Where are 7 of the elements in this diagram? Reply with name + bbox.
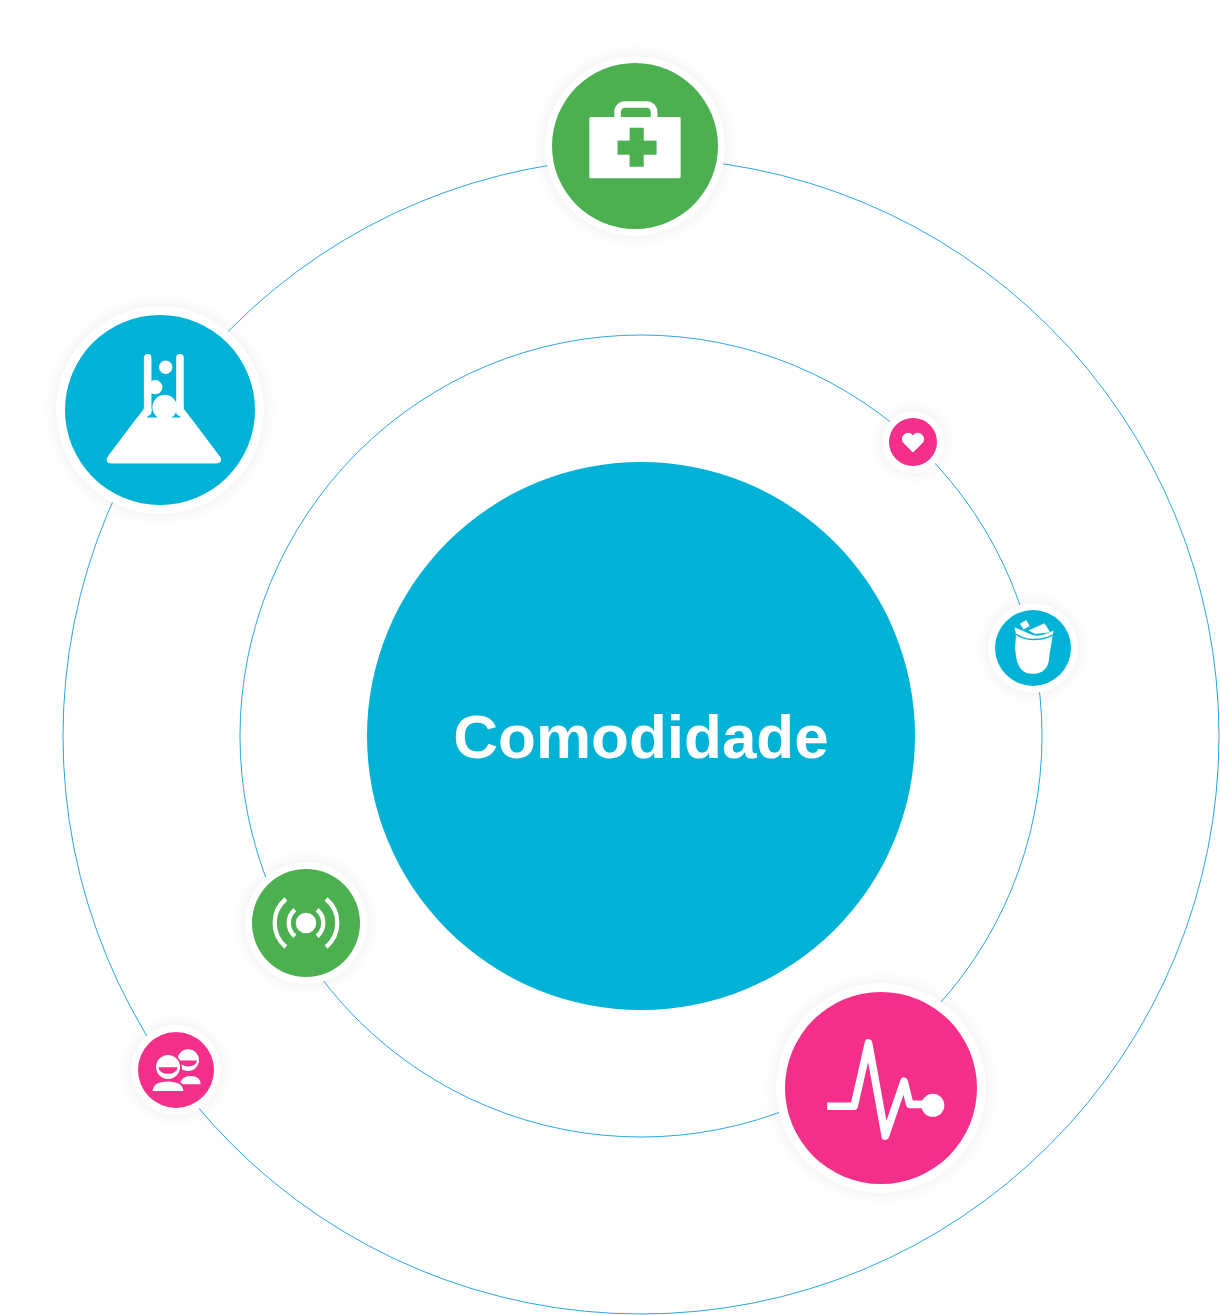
heartbeat-icon [785,992,977,1184]
hub-label: Comodidade [453,700,829,772]
flower-bud-icon [995,610,1071,686]
first-aid-kit-icon [552,63,718,229]
flask-icon [65,315,255,505]
signal-icon [252,869,360,977]
people-icon [138,1032,214,1108]
